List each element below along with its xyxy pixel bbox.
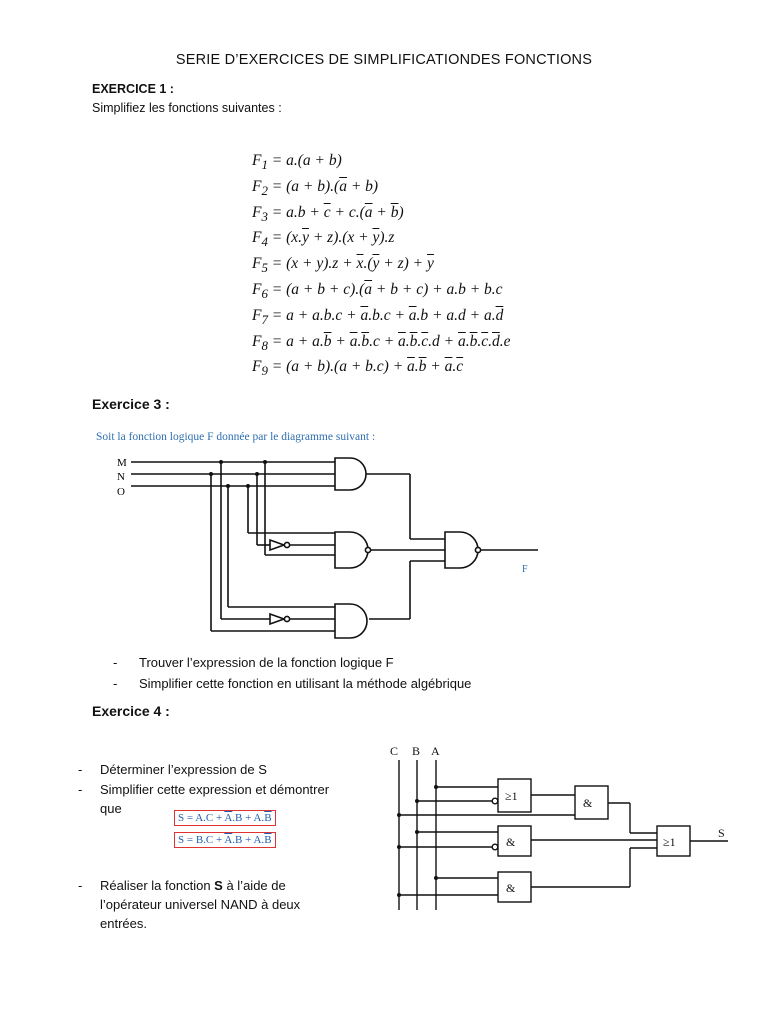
not-gate-2 bbox=[269, 612, 287, 626]
input-label-o: O bbox=[117, 486, 125, 498]
list-item: -Déterminer l’expression de S bbox=[78, 762, 267, 777]
not-gate-1 bbox=[269, 538, 287, 552]
list-item: -Simplifier cette expression et démontre… bbox=[78, 782, 330, 816]
gate-label: ≥1 bbox=[505, 789, 518, 803]
inversion-bubble bbox=[491, 843, 499, 851]
input-label-m: M bbox=[117, 457, 127, 469]
and-gate-bot bbox=[497, 871, 532, 903]
or-gate-out bbox=[656, 825, 691, 857]
list-item: -Simplifier cette fonction en utilisant … bbox=[113, 676, 472, 691]
and-gate-mid bbox=[497, 825, 532, 857]
formula-f9: F9 = (a + b).(a + b.c) + a.b + a.c bbox=[252, 358, 464, 379]
output-label-f: F bbox=[522, 564, 528, 575]
formula-f5: F5 = (x + y).z + x.(y + z) + y bbox=[252, 255, 434, 276]
exercice-1-heading: EXERCICE 1 : bbox=[92, 82, 174, 96]
exercice-3-heading: Exercice 3 : bbox=[92, 396, 170, 412]
input-label-n: N bbox=[117, 471, 125, 483]
list-item: -Trouver l’expression de la fonction log… bbox=[113, 655, 394, 670]
gate-label: & bbox=[506, 835, 516, 849]
page-title: SERIE D’EXERCICES DE SIMPLIFICATIONDES F… bbox=[175, 52, 593, 68]
formula-f1: F1 = a.(a + b) bbox=[252, 152, 342, 173]
and-gate-3 bbox=[334, 603, 368, 639]
gate-label: ≥1 bbox=[663, 835, 676, 849]
equation-box-2: S = B.C + A.B + A.B bbox=[174, 832, 276, 848]
exercice-3-intro: Soit la fonction logique F donnée par le… bbox=[96, 431, 376, 443]
gate-label: & bbox=[506, 881, 516, 895]
and-gate-top bbox=[574, 785, 609, 820]
and-gate-1 bbox=[334, 457, 367, 491]
formula-list: F1 = a.(a + b) F2 = (a + b).(a + b) F3 =… bbox=[252, 148, 552, 380]
input-label-a: A bbox=[431, 744, 440, 758]
inversion-bubble bbox=[491, 797, 499, 805]
equation-box-1: S = A.C + A.B + A.B bbox=[174, 810, 276, 826]
formula-f8: F8 = a + a.b + a.b.c + a.b.c.d + a.b.c.d… bbox=[252, 332, 511, 353]
input-label-b: B bbox=[412, 744, 420, 758]
formula-f7: F7 = a + a.b.c + a.b.c + a.b + a.d + a.d bbox=[252, 306, 504, 327]
formula-f3: F3 = a.b + c + c.(a + b) bbox=[252, 203, 404, 224]
formula-f2: F2 = (a + b).(a + b) bbox=[252, 177, 379, 198]
or-gate-top bbox=[497, 778, 532, 813]
exercice-4-heading: Exercice 4 : bbox=[92, 703, 170, 719]
gate-label: & bbox=[583, 796, 593, 810]
input-label-c: C bbox=[390, 744, 398, 758]
exercice-1-instruction: Simplifiez les fonctions suivantes : bbox=[92, 101, 282, 115]
output-label-s: S bbox=[718, 826, 725, 840]
formula-f4: F4 = (x.y + z).(x + y).z bbox=[252, 229, 395, 250]
formula-f6: F6 = (a + b + c).(a + b + c) + a.b + b.c bbox=[252, 280, 503, 302]
exercice-3-bullets: -Trouver l’expression de la fonction log… bbox=[113, 652, 471, 694]
